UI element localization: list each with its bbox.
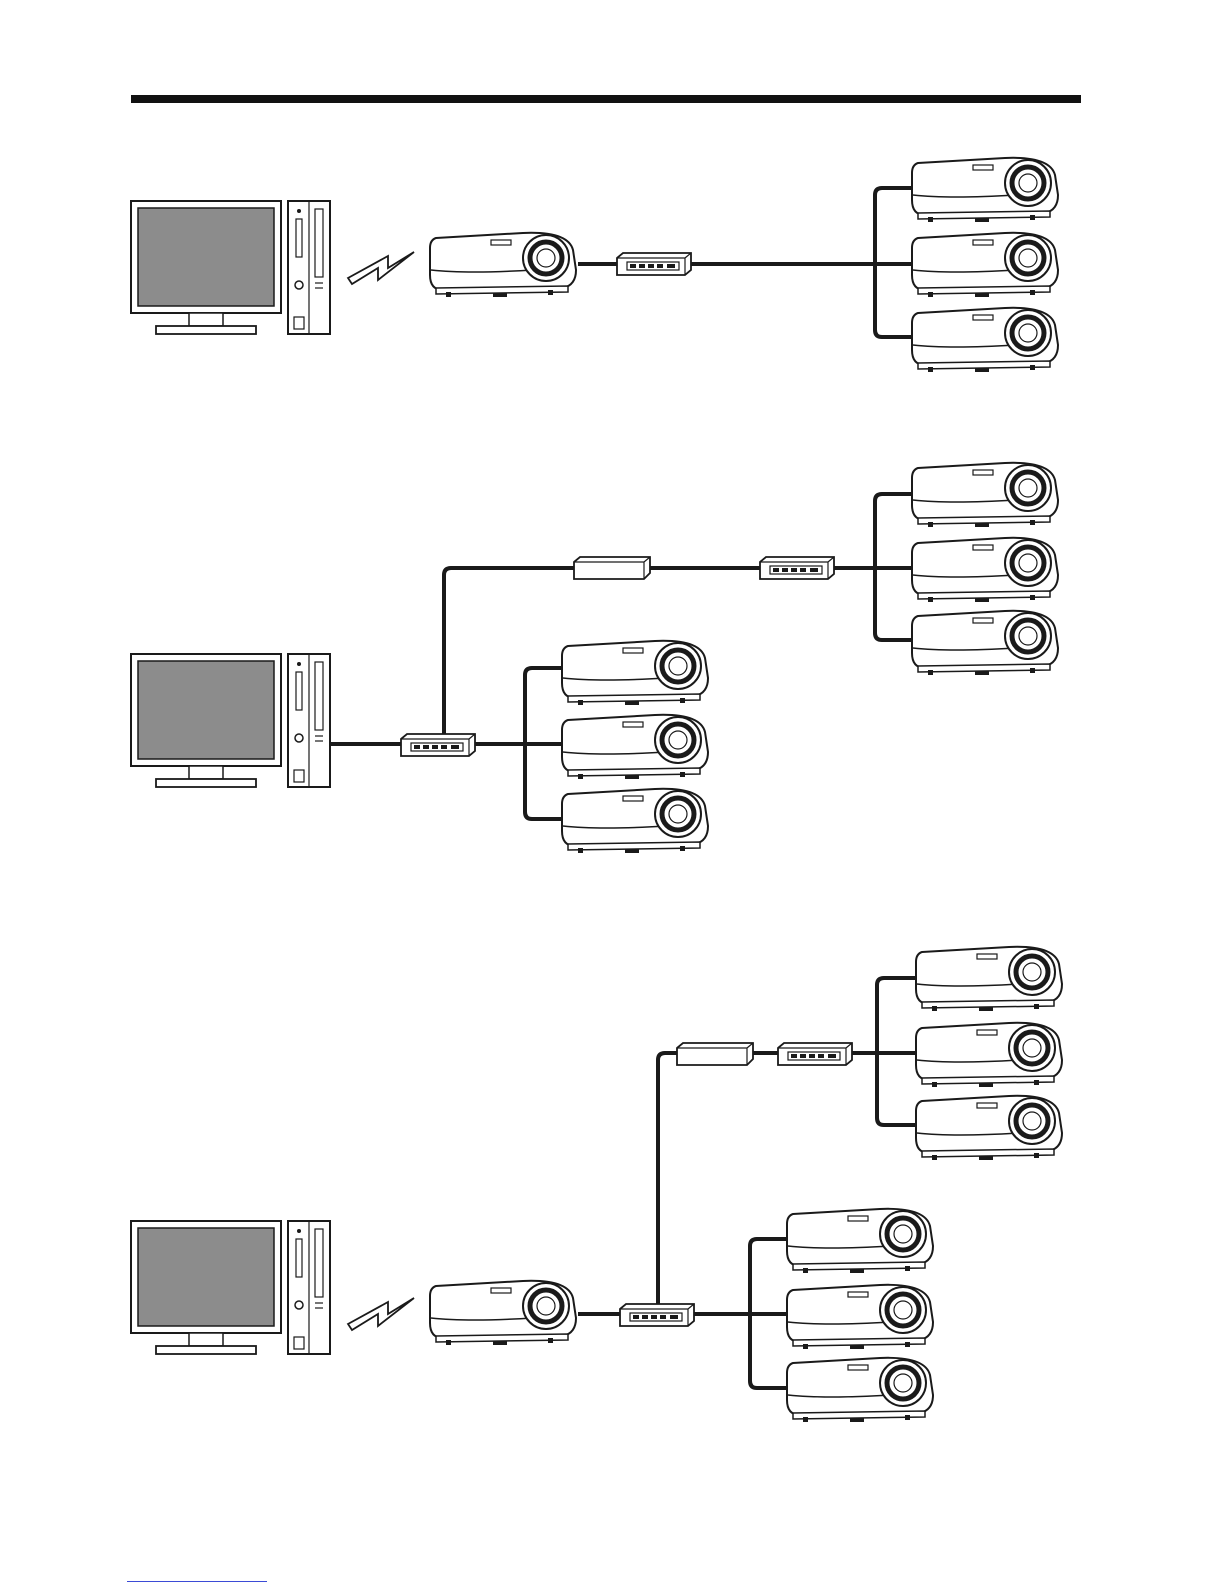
desktop-computer-icon xyxy=(131,201,330,334)
network-hub-icon xyxy=(778,1043,852,1065)
projector-icon xyxy=(430,233,576,297)
network-hub-icon xyxy=(617,253,691,275)
diagram-wired-two-hubs-with-router xyxy=(131,463,1058,853)
desktop-computer-icon xyxy=(131,654,330,787)
projector-icon xyxy=(916,1096,1062,1160)
projector-icon xyxy=(562,715,708,779)
desktop-computer-icon xyxy=(131,1221,330,1354)
diagram-wireless-to-hub xyxy=(131,158,1058,372)
projector-icon xyxy=(787,1285,933,1349)
wireless-link-icon xyxy=(348,1298,414,1330)
projector-icon xyxy=(562,641,708,705)
projector-icon xyxy=(430,1281,576,1345)
network-hub-icon xyxy=(401,734,475,756)
projector-icon xyxy=(916,1023,1062,1087)
projector-icon xyxy=(912,308,1058,372)
projector-icon xyxy=(912,538,1058,602)
router-icon xyxy=(574,557,650,579)
projector-icon xyxy=(787,1358,933,1422)
diagram-wireless-to-two-hubs-with-router xyxy=(131,947,1062,1422)
network-hub-icon xyxy=(620,1304,694,1326)
projector-icon xyxy=(912,463,1058,527)
projector-icon xyxy=(912,233,1058,297)
wireless-link-icon xyxy=(348,252,414,284)
footer-link-underline[interactable] xyxy=(127,1581,267,1582)
router-icon xyxy=(677,1043,753,1065)
projector-icon xyxy=(916,947,1062,1011)
projector-icon xyxy=(912,158,1058,222)
projector-icon xyxy=(787,1209,933,1273)
network-hub-icon xyxy=(760,557,834,579)
projector-icon xyxy=(912,611,1058,675)
projector-icon xyxy=(562,789,708,853)
